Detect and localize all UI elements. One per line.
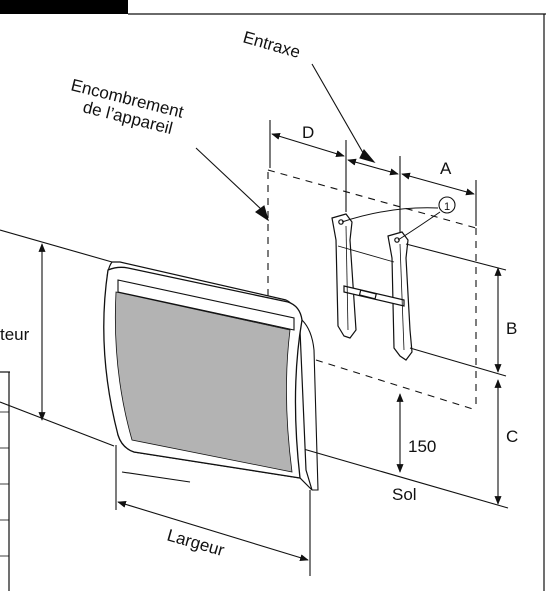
label-d: D <box>302 123 314 142</box>
radiator-top-grille <box>117 279 295 331</box>
top-dimensions <box>269 120 477 232</box>
radiator-side <box>301 319 319 491</box>
height-dimension <box>0 229 113 421</box>
label-marker-1: 1 <box>444 201 450 213</box>
encombrement-leader <box>195 147 269 222</box>
label-b: B <box>506 319 517 338</box>
floor-lines <box>0 401 509 509</box>
label-hauteur: teur <box>0 325 30 344</box>
label-a: A <box>440 159 452 178</box>
width-dimension <box>115 445 311 576</box>
label-entraxe: Entraxe <box>241 28 303 62</box>
bracket-left-upright <box>331 213 357 339</box>
label-largeur: Largeur <box>165 526 227 561</box>
header-bar <box>0 0 128 14</box>
bracket-right-upright <box>387 231 413 361</box>
footprint-dashed <box>267 169 477 411</box>
marker-1-leaders <box>341 207 441 241</box>
entraxe-leader <box>311 63 376 164</box>
left-table-fragment <box>0 371 10 591</box>
label-c: C <box>506 427 518 446</box>
radiator-screen <box>114 291 293 473</box>
right-dimensions <box>405 243 507 505</box>
marker-1-circle <box>438 196 456 214</box>
radiator <box>103 261 319 491</box>
wall-bracket <box>331 213 413 361</box>
label-sol: Sol <box>392 485 417 504</box>
label-150: 150 <box>408 437 436 456</box>
